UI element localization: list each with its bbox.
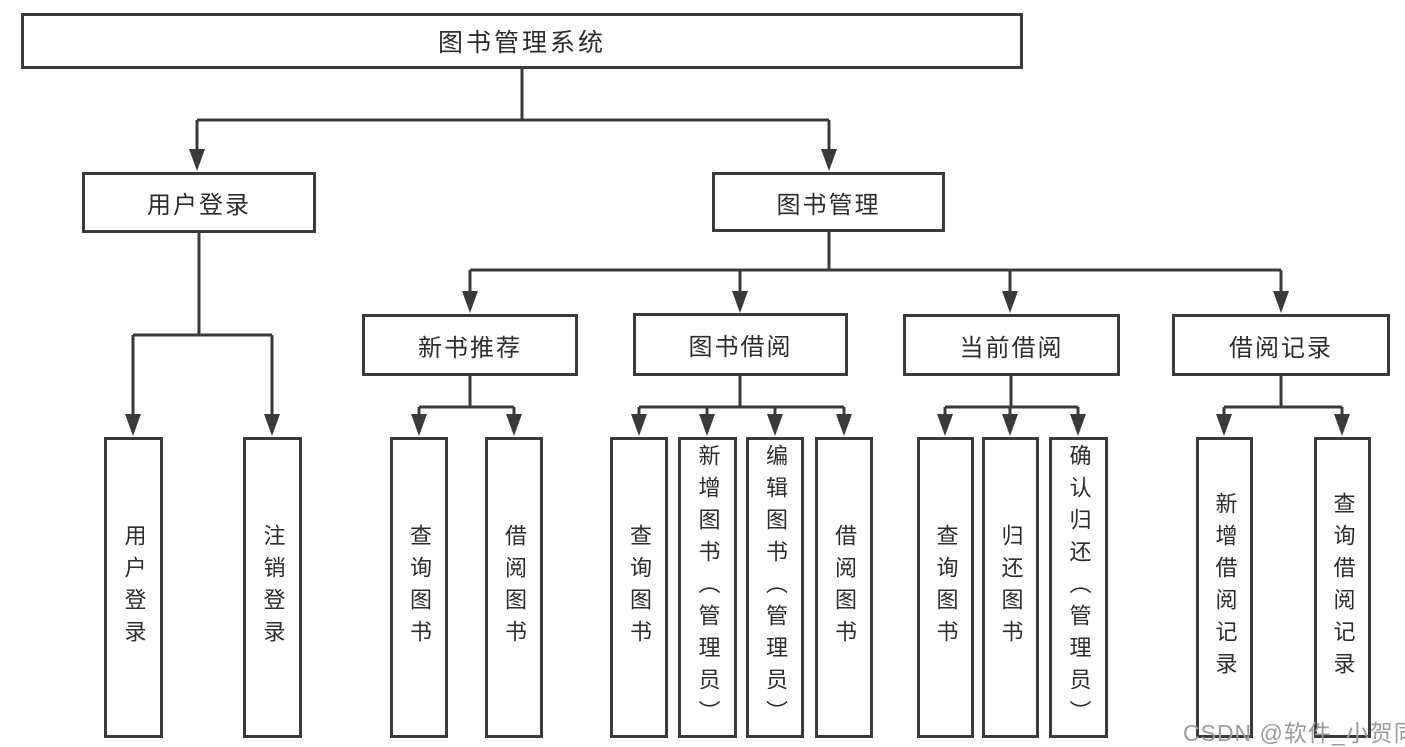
leaf-query-books-recommend-label: 查询图书 [407,523,432,652]
arrowhead-icons [125,149,1350,436]
leaf-edit-books-admin: 编辑图书（管理员） [746,437,804,738]
node-new-book-recommend-label: 新书推荐 [418,334,522,362]
node-book-borrowing: 图书借阅 [633,313,848,376]
leaf-confirm-return-admin-label: 确认归还（管理员） [1066,443,1092,732]
leaf-user-login: 用户登录 [104,437,163,738]
node-new-book-recommend: 新书推荐 [362,314,578,376]
leaf-borrow-books-label: 借阅图书 [832,523,857,652]
leaf-query-books-recommend: 查询图书 [390,437,448,738]
node-user-login-label: 用户登录 [147,192,251,219]
leaf-add-books-admin-label: 新增图书（管理员） [695,443,721,732]
node-borrowing-records-label: 借阅记录 [1229,334,1333,362]
leaf-return-books-label: 归还图书 [998,523,1024,652]
leaf-confirm-return-admin: 确认归还（管理员） [1049,437,1108,738]
leaf-user-login-label: 用户登录 [121,523,147,652]
leaf-add-borrow-record: 新增借阅记录 [1196,437,1253,738]
node-current-borrowing: 当前借阅 [903,314,1120,376]
leaf-query-borrow-record-label: 查询借阅记录 [1330,491,1356,684]
node-borrowing-records: 借阅记录 [1172,314,1390,376]
node-book-management-label: 图书管理 [776,191,881,219]
csdn-watermark: CSDN @软件_小贺同学 [1183,720,1405,746]
leaf-borrow-books-recommend: 借阅图书 [485,437,543,738]
node-book-management: 图书管理 [712,172,945,232]
leaf-query-books-current: 查询图书 [917,437,974,738]
node-book-borrowing-label: 图书借阅 [688,334,793,361]
leaf-query-books-borrowing: 查询图书 [610,437,668,738]
leaf-query-borrow-record: 查询借阅记录 [1314,437,1371,738]
leaf-borrow-books-recommend-label: 借阅图书 [502,523,527,652]
root-node-library-system: 图书管理系统 [21,13,1023,69]
leaf-logout: 注销登录 [243,437,302,738]
root-node-label: 图书管理系统 [437,29,606,57]
leaf-add-books-admin: 新增图书（管理员） [678,437,737,738]
leaf-add-borrow-record-label: 新增借阅记录 [1212,491,1238,684]
leaf-return-books: 归还图书 [982,437,1039,738]
leaf-query-books-borrowing-label: 查询图书 [627,523,652,652]
leaf-query-books-current-label: 查询图书 [933,523,959,652]
node-current-borrowing-label: 当前借阅 [959,334,1064,362]
leaf-logout-label: 注销登录 [260,523,286,652]
leaf-edit-books-admin-label: 编辑图书（管理员） [763,443,788,732]
node-user-login: 用户登录 [82,172,316,233]
leaf-borrow-books: 借阅图书 [815,437,873,738]
